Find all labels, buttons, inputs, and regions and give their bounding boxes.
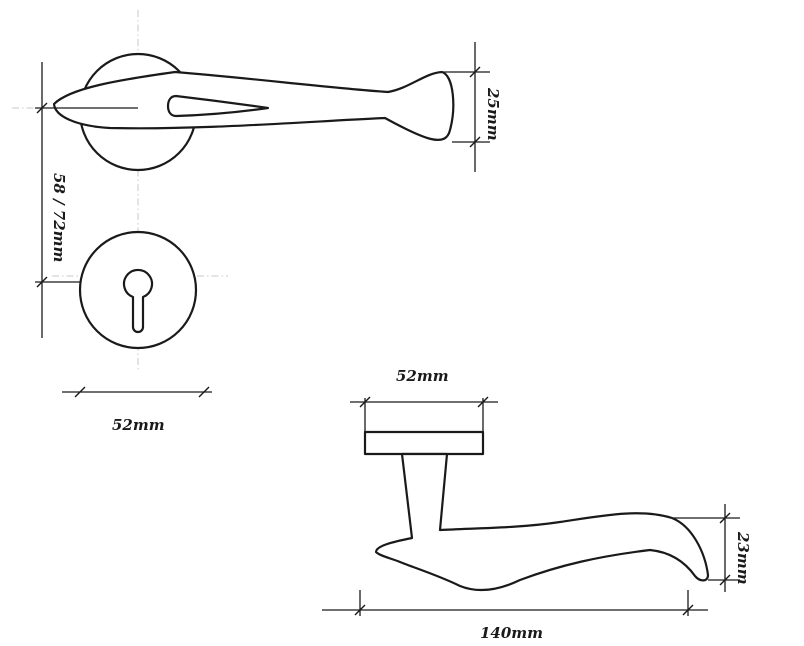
front-rose-width-label: 52mm	[112, 416, 165, 434]
lever-height-dimension: 23mm	[672, 504, 752, 592]
side-rose-width-label: 52mm	[396, 367, 449, 385]
side-lever	[374, 452, 710, 592]
center-distance-dimension: 58 / 72mm	[35, 62, 138, 338]
keyhole-cylinder-cutout	[122, 268, 154, 334]
handle-height-dimension: 25mm	[442, 42, 502, 172]
handle-height-label: 25mm	[484, 87, 502, 141]
side-view-handle	[363, 430, 710, 592]
lever-length-dimension: 140mm	[322, 590, 708, 642]
side-rose-width-dimension: 52mm	[350, 367, 498, 432]
handle-inset-slot	[166, 94, 270, 118]
front-view-escutcheon	[78, 230, 198, 350]
lever-length-label: 140mm	[480, 624, 543, 642]
front-rose-width-dimension: 52mm	[62, 386, 212, 434]
lever-height-label: 23mm	[734, 531, 752, 585]
front-view-handle	[52, 52, 455, 172]
side-rose-plate	[363, 430, 485, 456]
center-distance-label: 58 / 72mm	[50, 173, 68, 262]
